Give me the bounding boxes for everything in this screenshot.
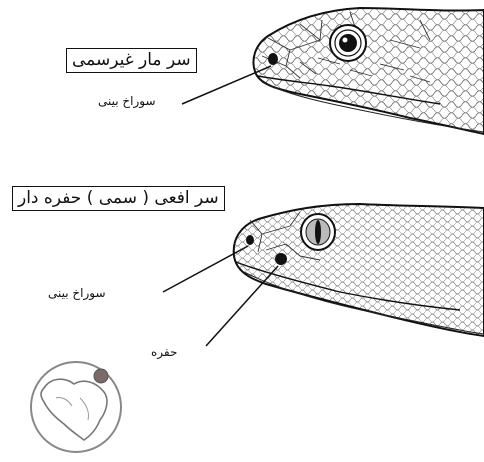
venomous-nostril xyxy=(246,235,254,245)
venomous-pit-label: حفره xyxy=(151,345,177,359)
nonvenomous-head-title: سر مار غیرسمی xyxy=(66,48,197,73)
venomous-pit xyxy=(275,253,287,265)
venomous-head-drawing xyxy=(163,204,484,346)
nonvenomous-head-outline xyxy=(253,8,484,134)
venomous-head-title: سر افعی ( سمی ) حفره دار xyxy=(12,186,225,211)
map-logo xyxy=(31,362,121,452)
venomous-head-outline xyxy=(234,204,484,336)
nonvenomous-nostril xyxy=(268,53,278,65)
venomous-nostril-label: سوراخ بینی xyxy=(48,286,106,300)
venomous-vertical-pupil xyxy=(315,220,321,244)
nonvenomous-nostril-label: سوراخ بینی xyxy=(98,94,156,108)
nonvenomous-pupil xyxy=(339,34,357,52)
logo-dot xyxy=(94,369,108,383)
venomous-nostril-pointer xyxy=(163,246,248,292)
nonvenomous-head-drawing xyxy=(182,8,484,134)
venomous-pit-pointer xyxy=(206,266,278,346)
